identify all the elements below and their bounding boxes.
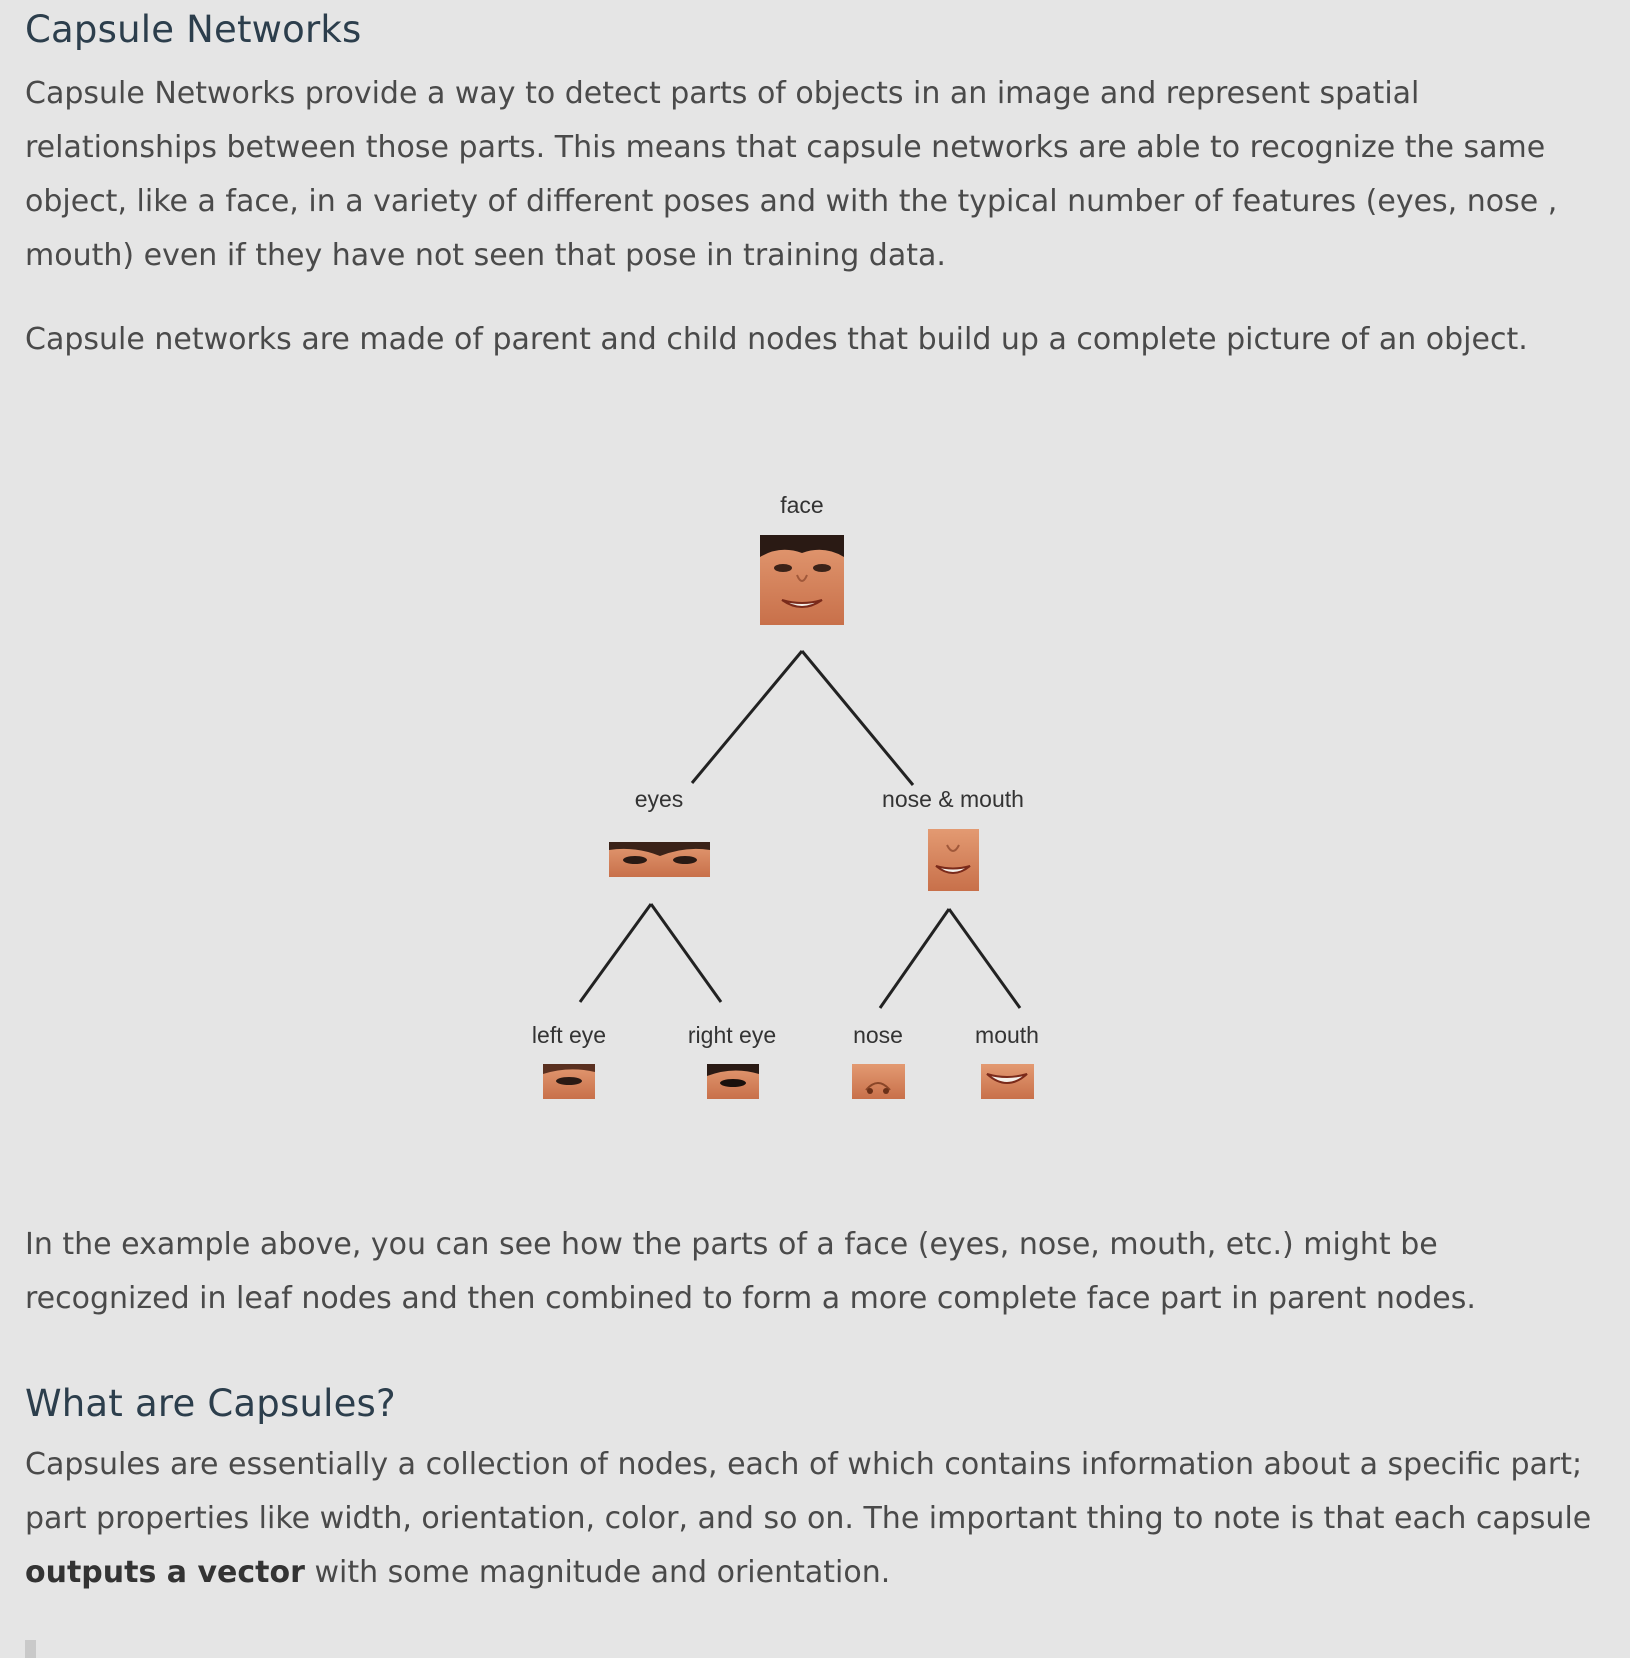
edge-nosemouth-mouth bbox=[947, 908, 1022, 1009]
edge-face-nosemouth bbox=[800, 650, 915, 786]
example-paragraph: In the example above, you can see how th… bbox=[25, 1227, 1476, 1316]
label-eyes: eyes bbox=[635, 786, 684, 812]
intro-paragraph: Capsule Networks provide a way to detect… bbox=[25, 76, 1558, 273]
nose-image bbox=[852, 1064, 905, 1099]
edge-face-eyes bbox=[690, 650, 804, 784]
label-face: face bbox=[780, 492, 823, 518]
capsule-tree-diagram: face eyes nose & mouth left eye right ey… bbox=[532, 492, 1039, 1099]
label-nose-mouth: nose & mouth bbox=[882, 786, 1024, 812]
capsules-paragraph: Capsules are essentially a collection of… bbox=[25, 1438, 1605, 1600]
capsules-text-after: with some magnitude and orientation. bbox=[304, 1555, 891, 1590]
edge-eyes-lefteye bbox=[578, 903, 653, 1003]
blockquote-bar bbox=[25, 1640, 36, 1658]
label-right-eye: right eye bbox=[688, 1022, 776, 1048]
label-mouth: mouth bbox=[975, 1022, 1039, 1048]
capsule-tree-svg: face eyes nose & mouth left eye right ey… bbox=[532, 492, 1039, 1099]
nose-mouth-image bbox=[928, 829, 979, 891]
label-nose: nose bbox=[853, 1022, 903, 1048]
edge-eyes-righteye bbox=[649, 903, 723, 1003]
face-image bbox=[760, 535, 844, 625]
right-eye-image bbox=[707, 1064, 759, 1099]
label-left-eye: left eye bbox=[532, 1022, 606, 1048]
capsules-text-before: Capsules are essentially a collection of… bbox=[25, 1447, 1592, 1536]
capsules-bold-text: outputs a vector bbox=[25, 1555, 305, 1590]
page-title: Capsule Networks bbox=[25, 8, 362, 51]
eyes-image bbox=[609, 842, 710, 877]
parent-child-paragraph: Capsule networks are made of parent and … bbox=[25, 322, 1528, 357]
capsules-heading: What are Capsules? bbox=[25, 1382, 396, 1425]
left-eye-image bbox=[543, 1064, 595, 1099]
tree-edges bbox=[578, 650, 1022, 1009]
mouth-image bbox=[981, 1064, 1034, 1099]
edge-nosemouth-nose bbox=[878, 908, 951, 1009]
